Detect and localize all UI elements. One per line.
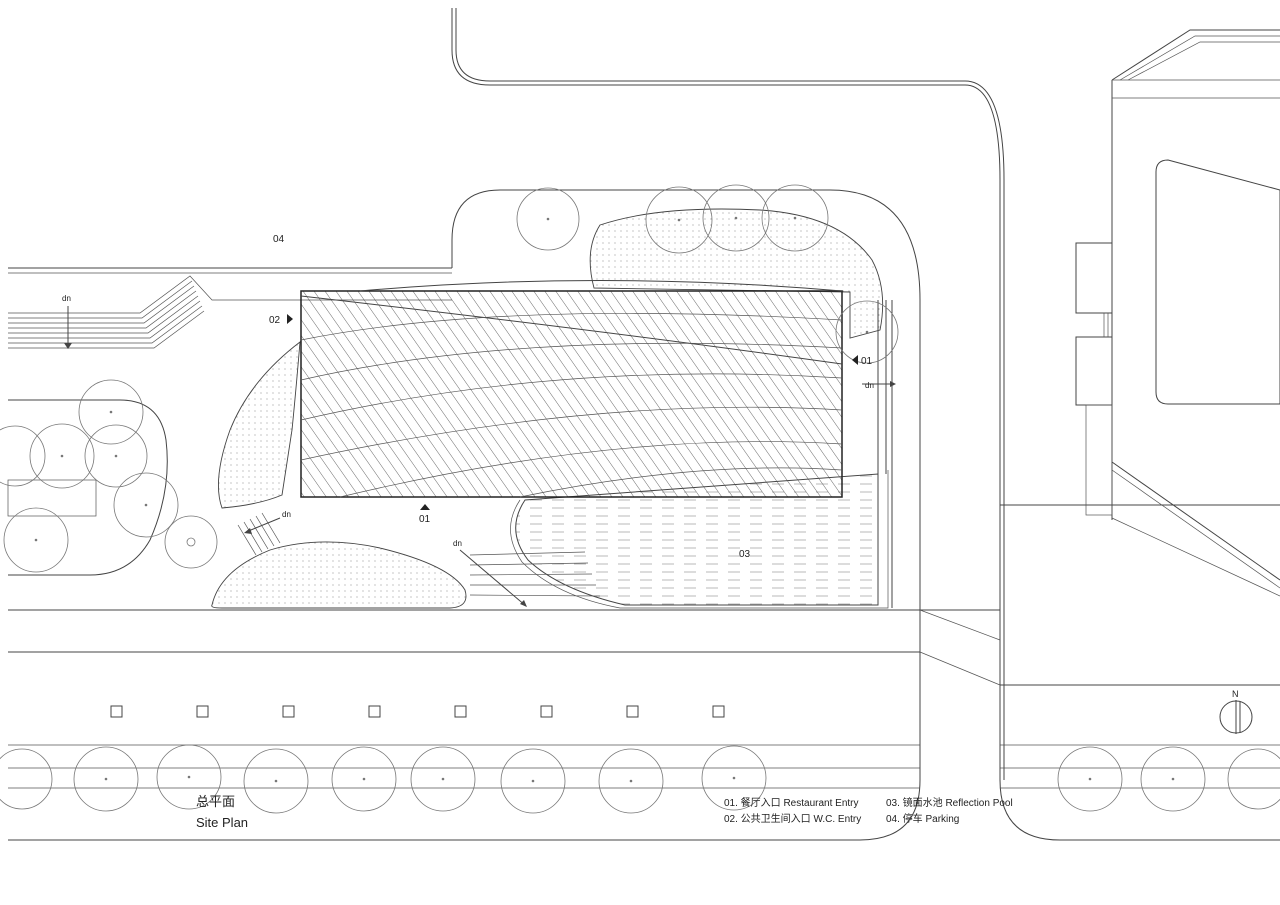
north-planting-bed	[589, 208, 884, 339]
label-wc-entry: 02	[269, 315, 281, 326]
west-planting-bed	[218, 341, 301, 509]
legend-item-4: 04. 停车 Parking	[886, 812, 959, 825]
entry-marker-south	[420, 504, 430, 510]
west-bench	[7, 479, 97, 517]
legend-item-3: 03. 镜面水池 Reflection Pool	[886, 796, 1013, 809]
road-lines	[8, 8, 1280, 841]
label-parking: 04	[273, 234, 285, 245]
label-north: N	[1232, 689, 1239, 699]
west-planting	[8, 399, 168, 576]
label-dn-west: dn	[62, 294, 71, 303]
neighbour-building	[1075, 29, 1280, 597]
label-restaurant-entry-east: 01	[861, 356, 873, 367]
entry-marker-east	[852, 355, 858, 365]
title-cn: 总平面	[196, 794, 235, 809]
east-walkway	[862, 300, 896, 608]
reflection-pool	[515, 473, 879, 606]
title-en: Site Plan	[196, 815, 248, 830]
label-dn-ramp: dn	[282, 510, 291, 519]
entry-marker-wc	[287, 314, 293, 324]
west-stairs	[8, 275, 452, 349]
building-roof	[300, 280, 843, 498]
legend-item-1: 01. 餐厅入口 Restaurant Entry	[724, 796, 859, 809]
label-dn-center: dn	[453, 539, 462, 548]
north-arrow	[1219, 700, 1253, 734]
ramp-steps	[237, 512, 601, 607]
trees	[0, 184, 1280, 814]
south-planting-bed	[211, 541, 467, 609]
legend-item-2: 02. 公共卫生间入口 W.C. Entry	[724, 812, 861, 825]
label-dn-east: dn	[865, 381, 874, 390]
bollards	[110, 705, 725, 718]
label-restaurant-entry-south: 01	[419, 514, 431, 525]
label-pool: 03	[739, 549, 751, 560]
